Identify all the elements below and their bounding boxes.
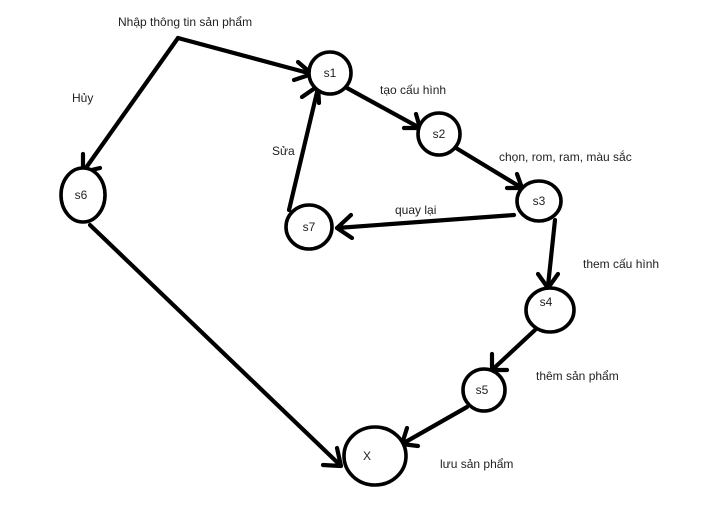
label-chon: chọn, rom, ram, màu sắc xyxy=(499,149,632,164)
edge-s2-to-s3 xyxy=(453,145,525,191)
label-tao-cau-hinh: tạo cấu hình xyxy=(380,83,446,97)
node-s5-label: s5 xyxy=(476,383,489,397)
edge-s6-to-x xyxy=(87,222,343,468)
node-s4-label: s4 xyxy=(540,295,553,309)
node-s2-label: s2 xyxy=(433,127,446,141)
node-s6-label: s6 xyxy=(75,188,88,202)
label-them-san-pham: thêm sản phẩm xyxy=(536,369,619,383)
node-s3-label: s3 xyxy=(533,194,546,208)
edge-s3-to-s7 xyxy=(334,212,517,231)
edge-s3-to-s4 xyxy=(545,217,558,289)
edge-s5-to-x xyxy=(399,404,470,447)
label-nhap-thong-tin: Nhập thông tin sản phẩm xyxy=(118,15,252,29)
node-s2: s2 xyxy=(416,111,462,157)
node-s1-label: s1 xyxy=(324,66,337,80)
edge-s4-to-s5 xyxy=(489,327,538,373)
node-x-label: X xyxy=(363,449,371,463)
edge-s7-to-s1 xyxy=(286,85,321,213)
node-s5: s5 xyxy=(461,367,507,413)
node-s6: s6 xyxy=(59,166,107,224)
node-s7-label: s7 xyxy=(303,220,316,234)
node-x: X xyxy=(342,425,408,487)
arrowhead-x-from-s6 xyxy=(320,445,344,469)
arrowhead-s7 xyxy=(334,212,355,241)
label-quay-lai: quay lại xyxy=(395,203,436,217)
node-s1: s1 xyxy=(307,50,353,96)
node-s7: s7 xyxy=(284,203,334,251)
node-s3: s3 xyxy=(515,179,563,223)
node-s4: s4 xyxy=(524,286,576,334)
label-luu-san-pham: lưu sản phẩm xyxy=(440,457,513,471)
label-them-cau-hinh: them cấu hình xyxy=(583,257,659,271)
edge-start-to-s1 xyxy=(175,35,315,77)
edge-labels: Nhập thông tin sản phẩm Hủy tạo cấu hình… xyxy=(72,15,659,471)
nodes: s1 s2 s3 s4 s5 s6 s7 X xyxy=(59,50,576,487)
edge-s1-to-s2 xyxy=(344,85,423,131)
label-huy: Hủy xyxy=(72,91,93,105)
edge-start-to-s6 xyxy=(80,35,181,175)
label-sua: Sửa xyxy=(272,144,295,158)
